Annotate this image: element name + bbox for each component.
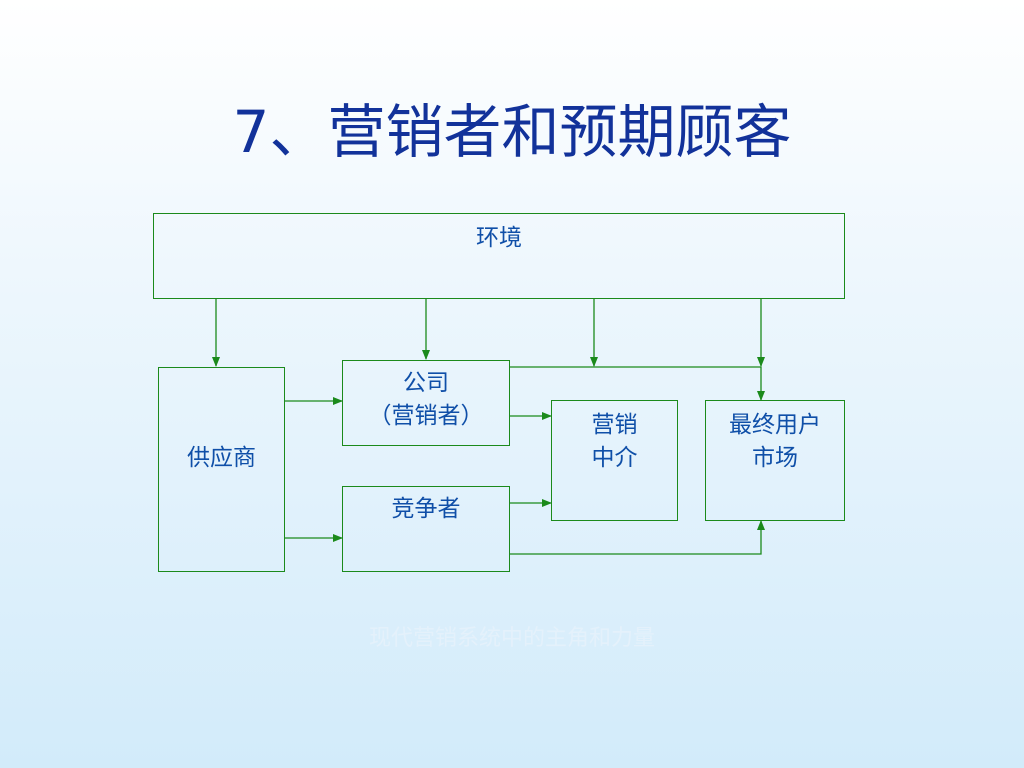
environment-box: 环境 xyxy=(153,213,845,299)
company-box: 公司 （营销者） xyxy=(342,360,510,446)
supplier-box: 供应商 xyxy=(158,367,285,572)
arrow-competitor-market xyxy=(510,520,765,555)
company-label: 公司 （营销者） xyxy=(368,370,484,429)
end-market-label: 最终用户 市场 xyxy=(729,412,821,471)
slide-title: 7、营销者和预期顾客 xyxy=(232,98,792,166)
end-market-box: 最终用户 市场 xyxy=(705,400,845,521)
environment-label: 环境 xyxy=(476,225,522,251)
competitor-box: 竞争者 xyxy=(342,486,510,572)
competitor-label: 竞争者 xyxy=(391,496,461,522)
arrow-company-market xyxy=(510,366,765,401)
slide-caption: 现代营销系统中的主角和力量 xyxy=(368,626,655,651)
intermediary-box: 营销 中介 xyxy=(551,400,678,521)
intermediary-label: 营销 中介 xyxy=(591,412,638,471)
supplier-label: 供应商 xyxy=(187,445,256,471)
